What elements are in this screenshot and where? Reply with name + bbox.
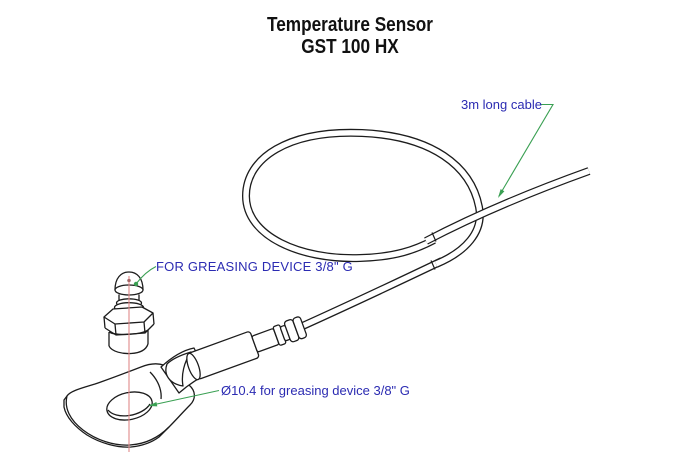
greasing-leader-dot <box>133 281 139 287</box>
terminal-plate-thickness <box>63 395 170 448</box>
leader-lines <box>133 103 554 407</box>
sensor-body-drawing <box>160 316 308 394</box>
fitting-base-bottom <box>108 343 149 355</box>
greasing-leader-line <box>135 266 157 285</box>
terminal-neck-scoop <box>165 351 192 387</box>
cable-leader-arrow <box>498 189 505 198</box>
fitting-base-top <box>108 329 149 336</box>
cable-length-label: 3m long cable <box>461 97 542 112</box>
diameter-leader-line <box>149 389 220 407</box>
page-title-line1: Temperature Sensor <box>266 14 434 36</box>
greasing-device-label: FOR GREASING DEVICE 3/8" G <box>156 259 353 274</box>
sensor-barrel-end <box>186 352 201 381</box>
terminal-bend-line <box>149 371 162 400</box>
fitting-hex-sides <box>103 312 155 336</box>
ferrule-ring <box>292 316 308 340</box>
diameter-leader-arrow <box>148 402 158 407</box>
cable-leader-line <box>498 103 554 197</box>
page-title-line2: GST 100 HX <box>301 36 399 58</box>
crossing-tick <box>430 260 436 270</box>
crossing-tick <box>431 232 437 242</box>
hole-diameter-label: Ø10.4 for greasing device 3/8" G <box>221 383 410 398</box>
cable-drawing <box>241 128 591 333</box>
drawing-title: Temperature Sensor GST 100 HX <box>208 14 492 58</box>
fitting-base-cylinder <box>108 330 149 346</box>
